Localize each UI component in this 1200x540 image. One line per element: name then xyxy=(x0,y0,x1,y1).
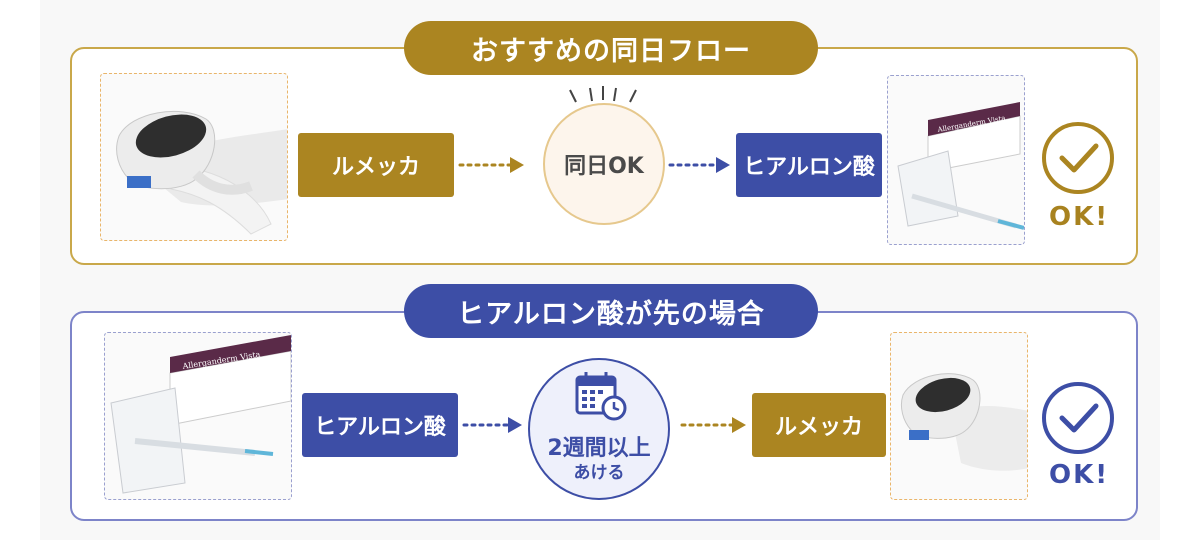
lumecca-step-label: ルメッカ xyxy=(752,393,886,457)
hyaluronic-step-label: ヒアルロン酸 xyxy=(736,133,882,197)
dotted-arrow-icon xyxy=(668,157,730,173)
lumecca-device-photo xyxy=(100,73,288,241)
hyaluronic-product-image: Allerganderm Vista xyxy=(897,102,1024,230)
dotted-arrow-icon xyxy=(458,157,524,173)
lumecca-device-image xyxy=(116,110,287,235)
wait-instruction-text: あける xyxy=(573,463,625,483)
dotted-arrow-icon xyxy=(680,417,746,433)
hyaluronic-product-photo: Allerganderm Vista xyxy=(104,332,292,500)
check-circle-icon xyxy=(1042,382,1114,454)
sunburst-icon xyxy=(569,86,637,103)
wait-period-text: 2週間以上 xyxy=(547,436,651,461)
hyaluronic-first-title: ヒアルロン酸が先の場合 xyxy=(404,284,818,338)
recommended-ok-label: OK! xyxy=(1049,202,1110,232)
lumecca-device-image xyxy=(900,373,1027,471)
recommended-flow-title: おすすめの同日フロー xyxy=(404,21,818,75)
lumecca-device-photo xyxy=(890,332,1028,500)
check-circle-icon xyxy=(1042,122,1114,194)
hyaluronic-first-ok-label: OK! xyxy=(1049,460,1110,490)
dotted-arrow-icon xyxy=(462,417,522,433)
lumecca-step-label: ルメッカ xyxy=(298,133,454,197)
same-day-ok-text: 同日OK xyxy=(564,154,644,179)
hyaluronic-product-photo: Allerganderm Vista xyxy=(887,75,1025,245)
hyaluronic-product-image: Allerganderm Vista xyxy=(110,335,291,494)
same-day-ok-badge: 同日OK xyxy=(543,103,665,225)
two-weeks-wait-badge: 2週間以上 あける xyxy=(528,358,670,500)
calendar-clock-icon xyxy=(575,372,627,421)
hyaluronic-step-label: ヒアルロン酸 xyxy=(302,393,458,457)
